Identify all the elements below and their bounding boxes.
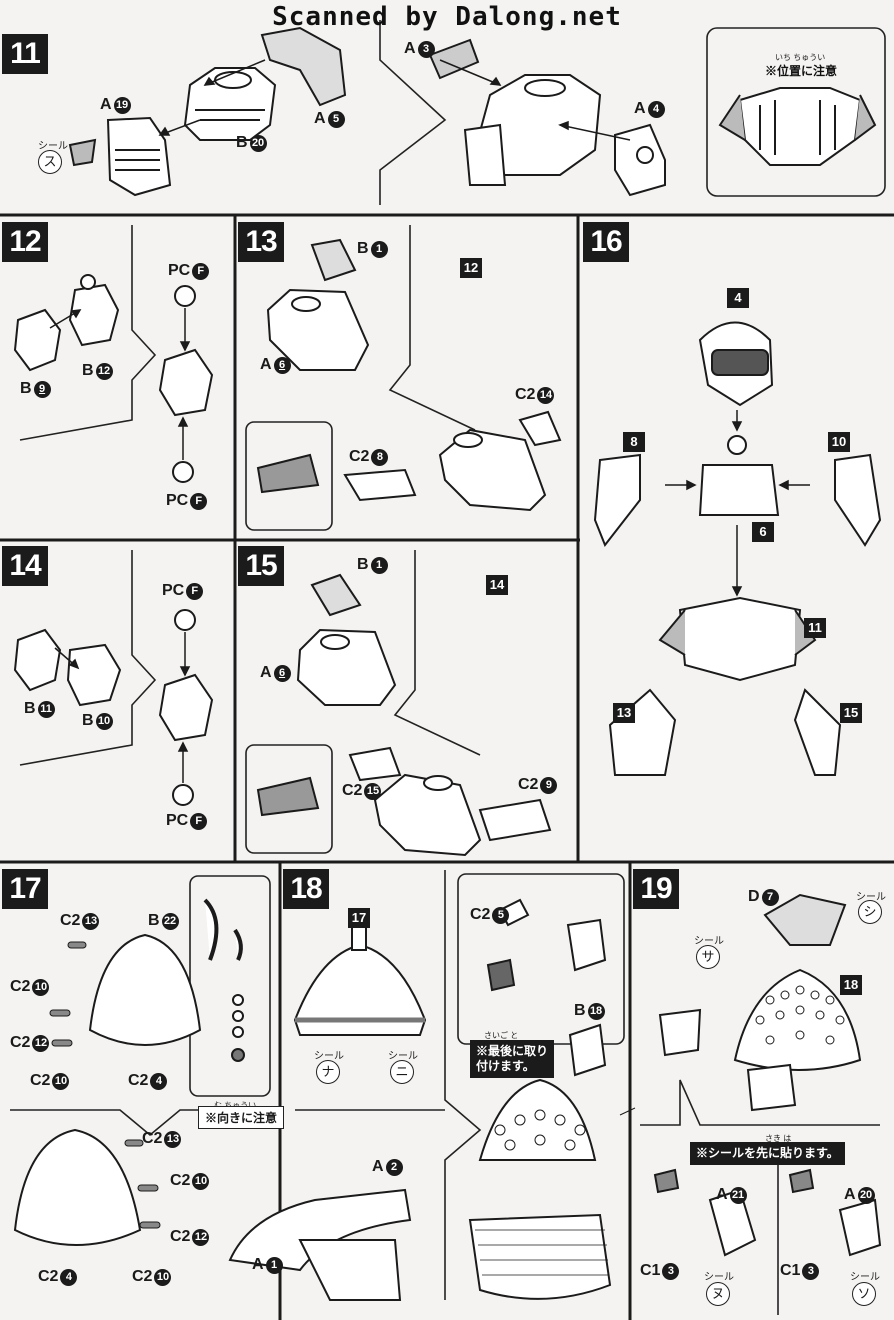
- ref-body-6: 6: [752, 522, 774, 542]
- step-12-number: 12: [2, 222, 48, 262]
- step-16-number: 16: [583, 222, 629, 262]
- note-ruby-seal-first: さき は: [765, 1134, 792, 1143]
- seal-caption-na: シール: [314, 1051, 344, 1062]
- ref-arm-10: 10: [828, 432, 850, 452]
- ref-step-17: 17: [348, 908, 370, 928]
- ref-head-4: 4: [727, 288, 749, 308]
- inset-ruby: いち ちゅうい: [775, 53, 826, 62]
- seal-nu: ヌ: [706, 1282, 730, 1306]
- seal-caption-sa: シール: [694, 936, 724, 947]
- ref-step-12: 12: [460, 258, 482, 278]
- step-15-number: 15: [238, 546, 284, 586]
- seal-caption-shi: シール: [856, 892, 886, 903]
- seal-su: ス: [38, 150, 62, 174]
- seal-caption-ni: シール: [388, 1051, 418, 1062]
- note-ruby-orientation: む ちゅうい: [214, 1100, 256, 1111]
- ref-leg-15: 15: [840, 703, 862, 723]
- step-18-number: 18: [283, 869, 329, 909]
- step-13-number: 13: [238, 222, 284, 262]
- seal-caption-su: シール: [38, 141, 68, 152]
- step-17-number: 17: [2, 869, 48, 909]
- note-line-1: ※最後に取り: [476, 1044, 549, 1058]
- seal-shi: シ: [858, 900, 882, 924]
- seal-caption-nu: シール: [704, 1272, 734, 1283]
- note-seal-first: ※シールを先に貼ります。: [690, 1142, 845, 1165]
- ref-step-14: 14: [486, 575, 508, 595]
- step-14-number: 14: [2, 546, 48, 586]
- note-ruby-last: さいご と: [484, 1031, 519, 1040]
- ref-step-18: 18: [840, 975, 862, 995]
- watermark-text: Scanned by Dalong.net: [272, 2, 622, 32]
- seal-ni: ニ: [390, 1060, 414, 1084]
- seal-sa: サ: [696, 945, 720, 969]
- note-line-2: 付けます。: [476, 1059, 535, 1073]
- seal-na: ナ: [316, 1060, 340, 1084]
- note-attach-last: ※最後に取り 付けます。: [470, 1040, 555, 1078]
- seal-caption-so: シール: [850, 1272, 880, 1283]
- step-19-number: 19: [633, 869, 679, 909]
- ref-leg-13: 13: [613, 703, 635, 723]
- inset-note-position: ※位置に注意: [765, 64, 838, 78]
- ref-waist-11: 11: [804, 618, 826, 638]
- seal-so: ソ: [852, 1282, 876, 1306]
- note-orientation: ※向きに注意: [198, 1106, 285, 1129]
- step-11-number: 11: [2, 34, 48, 74]
- ref-arm-8: 8: [623, 432, 645, 452]
